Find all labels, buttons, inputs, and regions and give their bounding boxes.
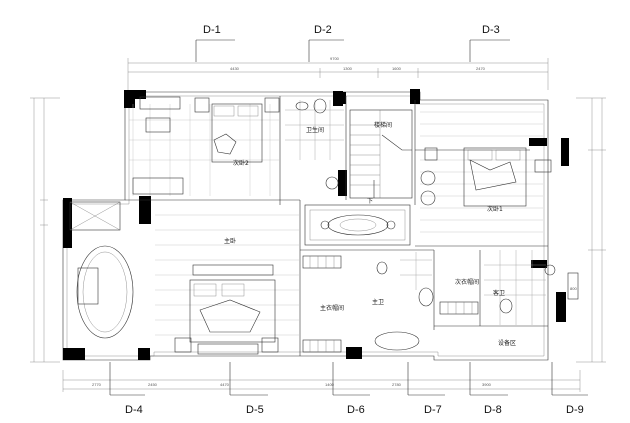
detail-marker-d8[interactable]: D-8 [484, 404, 502, 416]
closet-master [302, 255, 342, 353]
label-secondary-bedroom-2: 次卧2 [233, 159, 249, 167]
detail-marker-d1[interactable]: D-1 [203, 24, 221, 36]
label-stair-room: 楼梯间 [374, 121, 392, 129]
label-bathroom-right: 客卫 [493, 289, 505, 297]
detail-marker-d2[interactable]: D-2 [314, 24, 332, 36]
window-tag-text: 800 [570, 286, 577, 291]
top-dimensions: 9700 4430 1300 1600 2470 [127, 56, 549, 90]
right-dimensions [576, 97, 606, 363]
detail-marker-d3[interactable]: D-3 [482, 24, 500, 36]
dim-top-3: 1600 [392, 66, 402, 71]
label-master-closet: 主衣帽间 [320, 304, 344, 312]
window-tag: 800 [567, 272, 579, 300]
bed-bedroom-2 [194, 97, 280, 163]
desk-bedroom-2 [132, 96, 184, 195]
detail-marker-d4[interactable]: D-4 [125, 404, 143, 416]
bottom-detail-markers: D-4 D-5 D-6 D-7 D-8 D-9 [109, 362, 588, 416]
label-master-bedroom: 主卧 [224, 237, 236, 245]
partitions [125, 96, 548, 356]
dim-bottom-5: 2780 [392, 382, 402, 387]
dim-top-1: 4430 [230, 66, 240, 71]
closet-secondary [439, 301, 479, 315]
label-master-bath: 主卫 [372, 298, 384, 306]
tiles-bath-top [285, 100, 344, 160]
dim-top-2: 1300 [343, 66, 353, 71]
dim-bottom-3: 4470 [220, 382, 230, 387]
floor-bedroom-1 [420, 111, 543, 233]
dim-bottom-6: 3900 [482, 382, 492, 387]
label-secondary-bedroom-1: 次卧1 [487, 205, 503, 213]
label-equipment-area: 设备区 [498, 339, 516, 347]
dim-total: 9700 [330, 56, 340, 61]
dim-bottom-2: 2450 [148, 382, 158, 387]
label-bathroom-top: 卫生间 [306, 126, 324, 134]
left-dimensions [30, 97, 60, 363]
top-detail-markers: D-1 D-2 D-3 [195, 24, 510, 62]
bay-window-lounge [69, 201, 134, 339]
label-secondary-closet: 次衣帽间 [455, 278, 479, 286]
tiles-bath-right [484, 250, 546, 325]
label-down-arrow: 下 [367, 198, 373, 205]
outer-walls [62, 89, 569, 361]
bed-master [174, 264, 279, 355]
detail-marker-d7[interactable]: D-7 [424, 404, 442, 416]
detail-marker-d6[interactable]: D-6 [347, 404, 365, 416]
fixtures [295, 98, 556, 351]
tiles-master-bath [400, 252, 432, 290]
dim-bottom-1: 2770 [92, 382, 102, 387]
bed-bedroom-1 [420, 147, 552, 207]
bottom-dimensions: 2770 2450 4470 1400 2780 3900 [62, 370, 581, 392]
ornament-rug [304, 204, 411, 246]
dim-bottom-4: 1400 [325, 382, 335, 387]
detail-marker-d9[interactable]: D-9 [566, 404, 584, 416]
staircase [349, 109, 413, 199]
detail-marker-d5[interactable]: D-5 [246, 404, 264, 416]
room-labels: 次卧2 卫生间 楼梯间 下 次卧1 主卧 主衣帽间 主卫 次衣帽间 客卫 设备区 [224, 121, 516, 347]
dim-top-4: 2470 [476, 66, 486, 71]
